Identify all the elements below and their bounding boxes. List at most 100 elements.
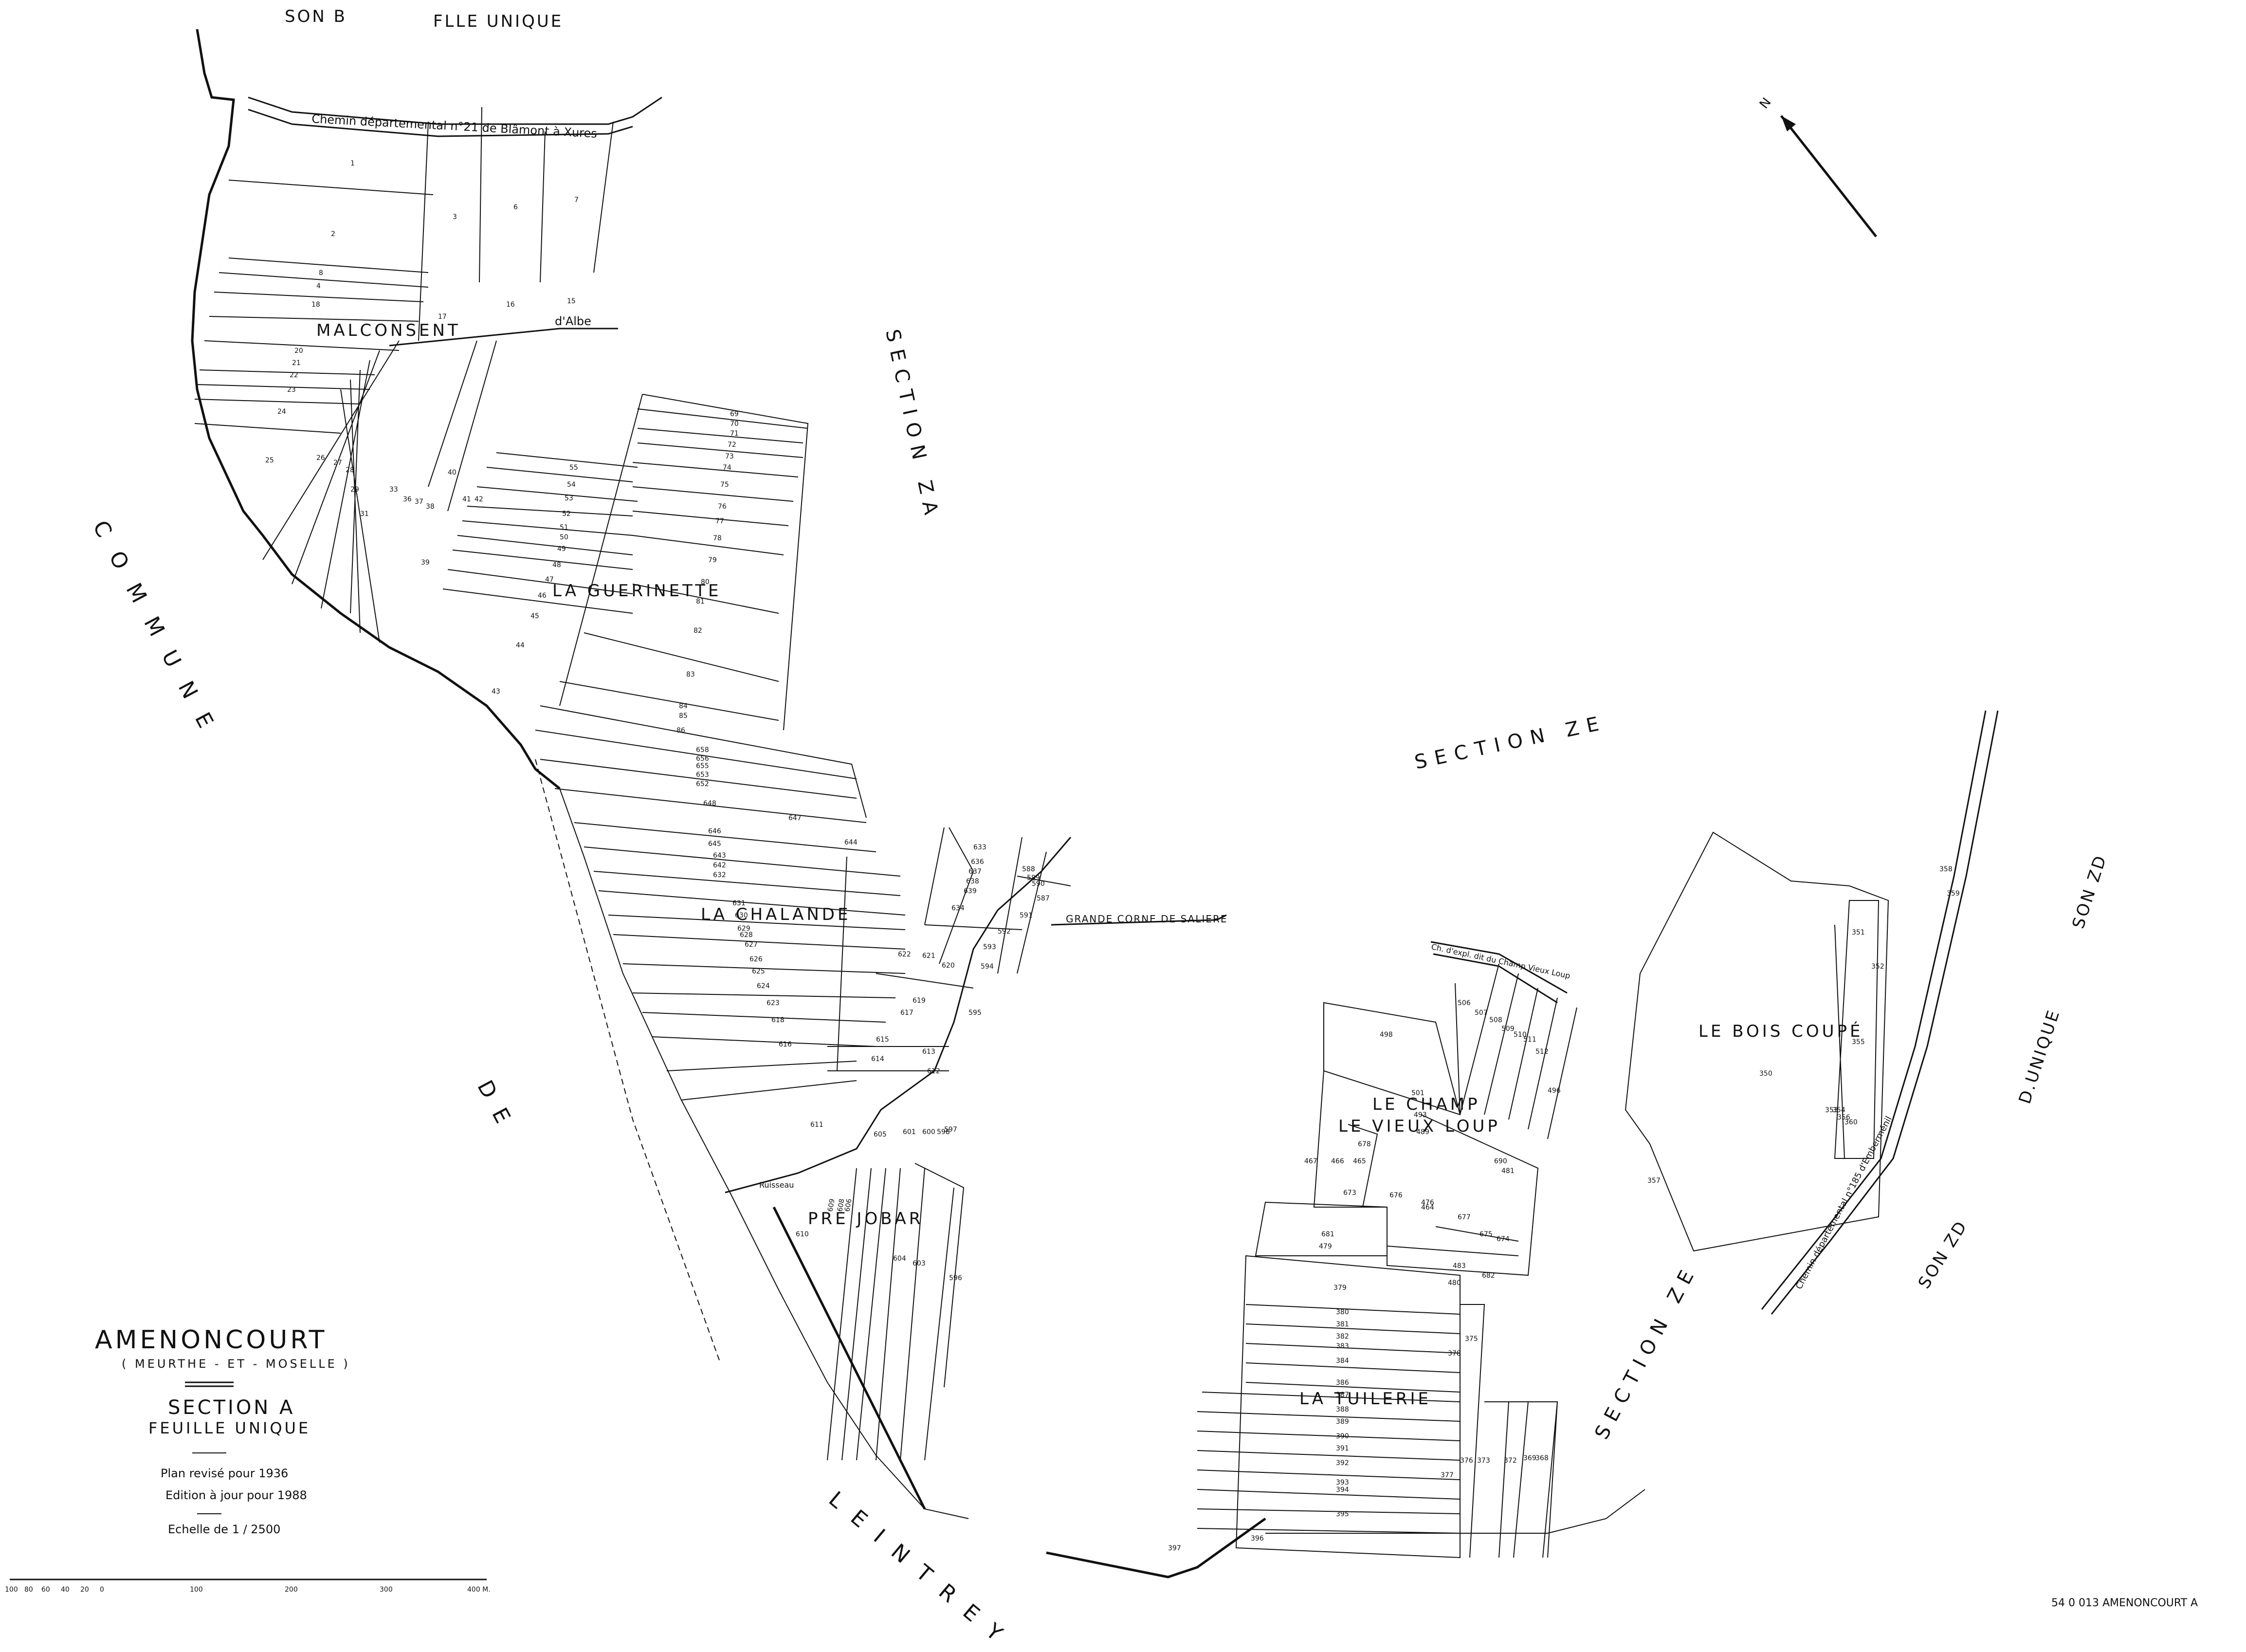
parcel-number: 676 bbox=[1389, 1192, 1403, 1199]
parcel-number: 612 bbox=[927, 1067, 940, 1075]
parcel-number: 84 bbox=[679, 702, 688, 710]
leintrey-word: LEINTREY bbox=[824, 1487, 1020, 1652]
north-arrow: N bbox=[1757, 95, 1877, 238]
parcel-number: 489 bbox=[1416, 1128, 1429, 1136]
parcel-number: 618 bbox=[771, 1016, 785, 1024]
parcel-number: 595 bbox=[968, 1009, 982, 1017]
locality-guerinette: LA GUERINETTE bbox=[552, 581, 722, 601]
parcel-number: 648 bbox=[703, 800, 716, 808]
parcel-lines-top bbox=[194, 107, 614, 643]
parcel-number: 633 bbox=[973, 844, 986, 851]
parcel-number: 591 bbox=[1020, 912, 1033, 919]
parcel-number: 18 bbox=[311, 301, 320, 309]
parcel-number: 40 bbox=[448, 469, 457, 477]
parcel-number: 26 bbox=[316, 454, 325, 462]
parcel-number: 350 bbox=[1759, 1070, 1772, 1078]
section-zd-lower-label: SON ZD bbox=[1915, 1217, 1972, 1292]
parcel-number: 647 bbox=[788, 814, 802, 822]
parcel-number: 81 bbox=[696, 598, 705, 606]
parcel-number: 82 bbox=[694, 627, 702, 635]
parcel-number: 396 bbox=[1251, 1535, 1264, 1542]
parcel-number: 598 bbox=[937, 1128, 950, 1136]
parcel-number: 8 bbox=[319, 269, 323, 277]
commune-word: COMMUNE bbox=[88, 516, 227, 749]
parcel-number: 369 bbox=[1523, 1454, 1536, 1462]
parcel-number: 637 bbox=[968, 868, 982, 876]
parcel-number: 395 bbox=[1336, 1510, 1349, 1518]
parcel-number: 391 bbox=[1336, 1445, 1349, 1452]
parcel-number: 45 bbox=[530, 612, 539, 620]
parcel-number: 616 bbox=[779, 1041, 792, 1048]
parcel-number: 625 bbox=[752, 968, 765, 975]
parcel-number: 629 bbox=[737, 925, 750, 933]
parcel-number: 619 bbox=[913, 997, 926, 1005]
parcel-number: 37 bbox=[415, 498, 423, 506]
parcel-number: 372 bbox=[1504, 1457, 1517, 1465]
parcel-number: 655 bbox=[696, 762, 709, 770]
parcel-number: 587 bbox=[1037, 895, 1050, 902]
parcel-number: 638 bbox=[966, 878, 979, 885]
locality-champ: LE CHAMP bbox=[1372, 1095, 1480, 1114]
scale-tick: 20 bbox=[80, 1586, 89, 1594]
ruisseau: Ruisseau bbox=[725, 837, 1072, 1193]
parcel-number: 653 bbox=[696, 771, 709, 779]
parcel-number: 46 bbox=[538, 592, 547, 600]
parcel-lines-guerinette bbox=[442, 394, 809, 731]
parcel-number: 351 bbox=[1852, 929, 1865, 936]
parcel-number: 43 bbox=[492, 688, 500, 696]
parcel-number: 389 bbox=[1336, 1418, 1349, 1426]
locality-labels: MALCONSENT LA GUERINETTE LA CHALANDE PRE… bbox=[316, 321, 1861, 1409]
parcel-number: 603 bbox=[913, 1260, 926, 1267]
parcel-number: 604 bbox=[893, 1255, 906, 1263]
parcel-number: 467 bbox=[1304, 1157, 1317, 1165]
parcel-number: 606 bbox=[843, 1198, 853, 1212]
section-za-label: SECTION ZA bbox=[881, 328, 944, 524]
parcel-number: 20 bbox=[294, 347, 303, 355]
parcel-number: 643 bbox=[713, 852, 726, 860]
parcel-number: 378 bbox=[1448, 1350, 1461, 1358]
parcel-number: 397 bbox=[1168, 1544, 1181, 1552]
parcel-number: 596 bbox=[949, 1274, 962, 1282]
parcel-number: 52 bbox=[562, 510, 571, 518]
parcel-number: 483 bbox=[1453, 1262, 1466, 1270]
parcel-number: 381 bbox=[1336, 1321, 1349, 1328]
north-letter: N bbox=[1757, 95, 1774, 112]
parcel-number: 33 bbox=[389, 486, 398, 494]
parcel-number: 508 bbox=[1489, 1016, 1502, 1024]
parcel-number: 51 bbox=[560, 524, 568, 532]
parcel-number: 386 bbox=[1336, 1379, 1349, 1387]
parcel-number: 356 bbox=[1837, 1114, 1850, 1121]
feuille-unique-top-label: FLLE UNIQUE bbox=[433, 12, 563, 31]
parcel-number: 377 bbox=[1441, 1471, 1454, 1479]
parcel-number: 615 bbox=[876, 1036, 889, 1044]
parcel-number: 628 bbox=[740, 931, 753, 939]
scale-tick: 400 M. bbox=[467, 1586, 491, 1594]
parcel-number: 357 bbox=[1647, 1177, 1661, 1185]
parcel-number: 73 bbox=[725, 453, 734, 460]
scale-tick: 80 bbox=[24, 1586, 33, 1594]
parcel-number: 388 bbox=[1336, 1406, 1349, 1413]
scale-tick: 300 bbox=[380, 1586, 393, 1594]
road-ruisseau-albe: d'Albe bbox=[389, 314, 618, 347]
sheet-reference: 54 0 013 AMENONCOURT A bbox=[2051, 1597, 2198, 1609]
parcel-number: 27 bbox=[333, 459, 342, 467]
section-ze-low-label: SECTION ZE bbox=[1590, 1260, 1702, 1443]
parcel-number: 36 bbox=[403, 496, 412, 503]
parcel-number: 636 bbox=[971, 858, 984, 866]
parcel-number: 597 bbox=[944, 1126, 957, 1134]
parcel-number: 353 bbox=[1825, 1106, 1838, 1114]
champ-vieux-loup-road-label: Ch. d'expl. dit du Champ Vieux Loup bbox=[1430, 942, 1571, 980]
parcel-number: 359 bbox=[1947, 890, 1960, 898]
parcel-number: 600 bbox=[922, 1128, 935, 1136]
scale-bar: 100 80 60 40 20 0 100 200 300 400 M. bbox=[5, 1579, 491, 1594]
parcel-number: 48 bbox=[552, 561, 561, 569]
locality-vieux-loup: LE VIEUX LOUP bbox=[1338, 1117, 1500, 1136]
parcel-number: 49 bbox=[557, 545, 566, 553]
parcel-number: 620 bbox=[942, 962, 955, 970]
parcel-number: 380 bbox=[1336, 1308, 1349, 1316]
parcel-number: 72 bbox=[728, 441, 736, 449]
parcel-number: 624 bbox=[757, 982, 770, 990]
parcel-number: 673 bbox=[1343, 1189, 1356, 1197]
parcel-number: 496 bbox=[1548, 1087, 1561, 1095]
